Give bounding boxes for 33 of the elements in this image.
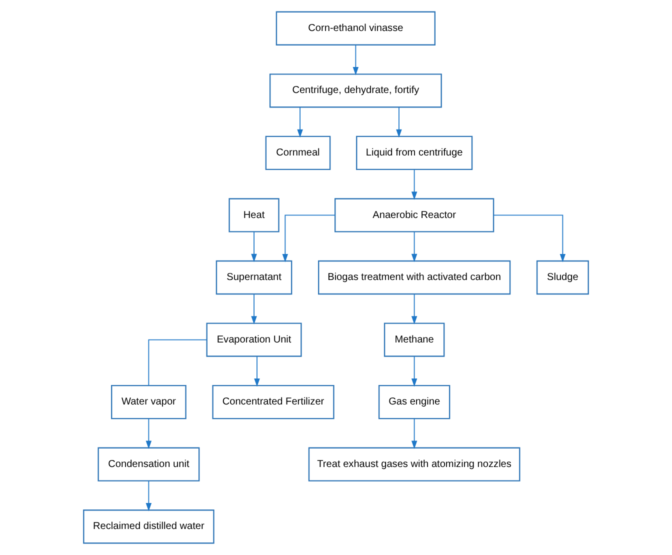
arrow: [146, 480, 152, 512]
node-box: Supernatant: [216, 260, 292, 295]
node-box: Methane: [384, 322, 445, 357]
arrow: [411, 294, 418, 324]
arrow: [411, 418, 418, 449]
node-box: Corn-ethanol vinasse: [276, 11, 436, 46]
node-box: Treat exhaust gases with atomizing nozzles: [308, 447, 520, 482]
node-box: Centrifuge, dehydrate, fortify: [269, 74, 442, 108]
arrow: [146, 418, 152, 449]
node-box: Water vapor: [111, 384, 186, 420]
node-box: Anaerobic Reactor: [334, 198, 494, 232]
node-box: Evaporation Unit: [206, 322, 302, 357]
node-box: Reclaimed distilled water: [83, 510, 214, 544]
node-box: Sludge: [536, 260, 589, 295]
arrow: [282, 214, 336, 262]
arrow: [251, 294, 257, 324]
node-box: Gas engine: [378, 384, 450, 420]
node-box: Cornmeal: [265, 136, 331, 170]
arrow: [251, 231, 257, 262]
node-box: Biogas treatment with activated carbon: [318, 260, 511, 295]
arrow: [411, 169, 418, 200]
arrow: [411, 231, 418, 262]
connector: [148, 339, 208, 386]
node-box: Condensation unit: [98, 447, 200, 482]
arrow: [297, 106, 303, 138]
arrow: [254, 356, 260, 387]
arrow: [352, 44, 359, 76]
node-box: Concentrated Fertilizer: [212, 384, 334, 420]
arrow: [493, 214, 566, 262]
node-box: Liquid from centrifuge: [356, 136, 473, 170]
node-box: Heat: [228, 198, 280, 232]
arrow: [411, 356, 418, 387]
arrow: [396, 106, 402, 138]
